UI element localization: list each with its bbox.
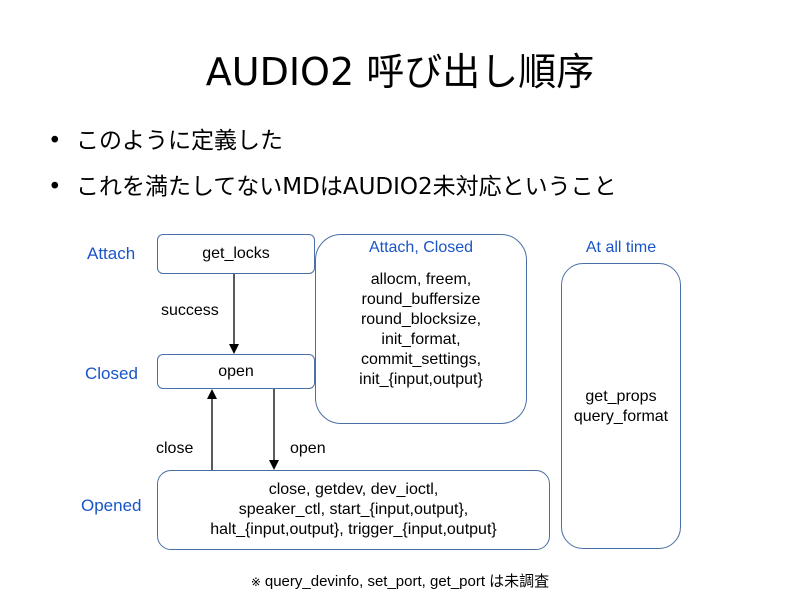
bullet-item: これを満たしてないMDはAUDIO2未対応ということ: [48, 164, 617, 210]
group-all-time: [561, 263, 681, 549]
group-all-time-methods: get_props query_format: [573, 388, 669, 425]
group-all-time-title: At all time: [585, 239, 657, 256]
node-open: open: [157, 354, 315, 389]
note-mark: ※: [250, 575, 261, 589]
edge-label-open: open: [290, 440, 326, 457]
edge-label-success: success: [161, 302, 219, 319]
group-attach-closed-methods: allocm, freem, round_buffersize round_bl…: [359, 271, 483, 388]
bullet-list: このように定義した これを満たしてないMDはAUDIO2未対応ということ: [48, 118, 617, 210]
node-get-locks: get_locks: [157, 234, 315, 274]
bullet-item: このように定義した: [48, 118, 617, 164]
node-opened-ops: close, getdev, dev_ioctl, speaker_ctl, s…: [157, 470, 550, 550]
edge-label-close: close: [156, 440, 194, 457]
footnote: ※query_devinfo, set_port, get_port は未調査: [0, 570, 800, 591]
node-opened-ops-label: close, getdev, dev_ioctl, speaker_ctl, s…: [210, 481, 497, 538]
note-text: query_devinfo, set_port, get_port は未調査: [264, 573, 550, 590]
state-label-opened: Opened: [81, 496, 142, 515]
state-label-attach: Attach: [87, 244, 136, 263]
node-get-locks-label: get_locks: [202, 245, 270, 262]
node-open-label: open: [218, 362, 254, 380]
group-attach-closed-title: Attach, Closed: [368, 239, 474, 256]
slide-title: AUDIO2 呼び出し順序: [205, 50, 595, 94]
state-label-closed: Closed: [85, 364, 138, 383]
group-attach-closed: [315, 234, 527, 424]
